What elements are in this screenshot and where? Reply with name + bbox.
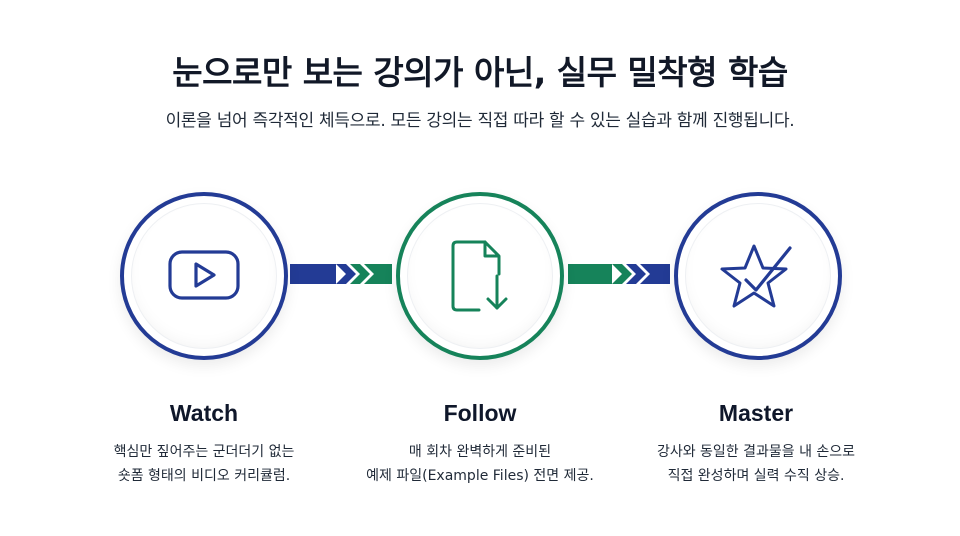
connector-chevron-1b (350, 264, 370, 284)
step-desc-master-line1: 강사와 동일한 결과물을 내 손으로 (656, 444, 856, 460)
connector-chevron-2b (626, 264, 646, 284)
connector-band-blue-2 (640, 264, 670, 284)
file-download-icon (451, 240, 508, 312)
connector-band-green-2 (568, 264, 612, 284)
star-check-icon (720, 244, 792, 308)
step-desc-follow-line2: 예제 파일(Example Files) 전면 제공. (366, 468, 594, 484)
connector-band-blue-1 (290, 264, 336, 284)
step-desc-watch-line2: 숏폼 형태의 비디오 커리큘럼. (117, 468, 291, 484)
master-circle (674, 192, 842, 360)
step-desc-master-line2: 직접 완성하며 실력 수직 상승. (667, 468, 845, 484)
step-desc-master: 강사와 동일한 결과물을 내 손으로 직접 완성하며 실력 수직 상승. (606, 440, 906, 488)
connector-watch-follow (290, 264, 392, 284)
step-desc-follow: 매 회차 완벽하게 준비된 예제 파일(Example Files) 전면 제공… (330, 440, 630, 488)
page-subtitle: 이론을 넘어 즉각적인 체득으로. 모든 강의는 직접 따라 할 수 있는 실습… (165, 111, 795, 131)
step-desc-watch-line1: 핵심만 짚어주는 군더더기 없는 (113, 444, 295, 460)
connector-band-green-1 (364, 264, 392, 284)
watch-circle (120, 192, 288, 360)
connector-chevron-1a (336, 264, 356, 284)
connector-chevron-2a (612, 264, 632, 284)
step-title-watch: Watch (169, 400, 239, 426)
step-title-master: Master (718, 400, 794, 426)
page-title: 눈으로만 보는 강의가 아닌, 실무 밀착형 학습 (172, 53, 788, 92)
step-desc-watch: 핵심만 짚어주는 군더더기 없는 숏폼 형태의 비디오 커리큘럼. (54, 440, 354, 488)
step-title-follow: Follow (443, 400, 517, 426)
connector-follow-master (568, 264, 670, 284)
video-play-icon (168, 250, 240, 300)
step-desc-follow-line1: 매 회차 완벽하게 준비된 (408, 444, 552, 460)
follow-circle (396, 192, 564, 360)
